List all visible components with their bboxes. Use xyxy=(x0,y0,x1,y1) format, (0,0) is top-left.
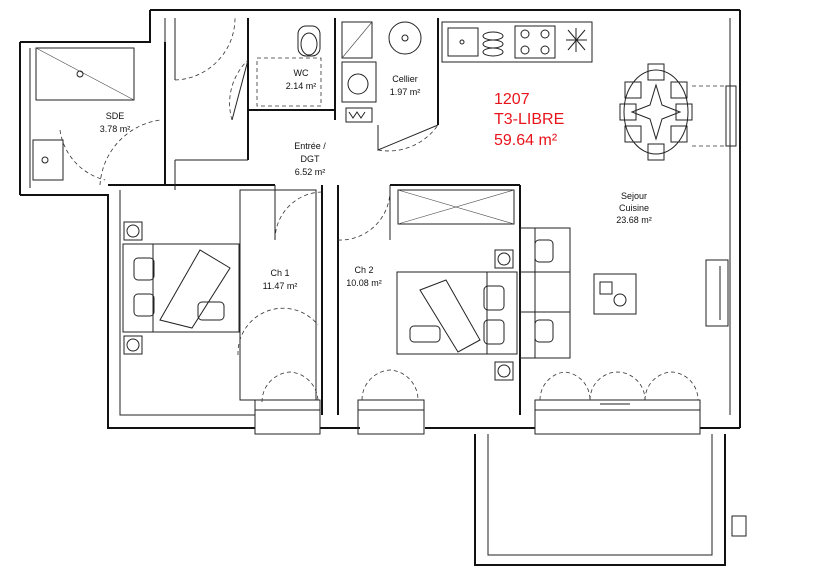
room-name-dgt: DGT xyxy=(301,154,321,164)
room-name-wc: WC xyxy=(294,68,309,78)
water-heater-icon xyxy=(388,21,422,55)
balcony xyxy=(474,434,747,566)
door-swing-icon xyxy=(337,191,391,241)
door-swing-icon xyxy=(99,119,161,186)
shower-icon xyxy=(35,47,135,101)
ch1-furniture xyxy=(122,185,323,401)
window-right xyxy=(692,85,737,147)
cellier-fixtures xyxy=(341,21,439,152)
room-name-ch1: Ch 1 xyxy=(270,268,289,278)
water-heater-icon xyxy=(341,21,373,59)
door-swing-icon xyxy=(274,191,323,241)
room-name-entree: Entrée / xyxy=(294,141,326,151)
radiator-icon xyxy=(348,111,366,119)
dining-table-icon xyxy=(619,63,693,161)
room-name-cuisine: Cuisine xyxy=(619,203,649,213)
room-area-ch2: 10.08 m² xyxy=(346,278,382,288)
room-area-sde: 3.78 m² xyxy=(100,124,131,134)
unit-type: T3-LIBRE xyxy=(494,111,564,128)
tv-unit-icon xyxy=(705,259,729,327)
toilet-icon xyxy=(297,25,321,57)
extractor-icon xyxy=(566,28,587,52)
unit-label: 1207 T3-LIBRE 59.64 m² xyxy=(494,91,564,149)
room-area-sejour: 23.68 m² xyxy=(616,215,652,225)
wc-fixtures xyxy=(174,17,322,121)
ch2-furniture xyxy=(337,185,518,381)
room-area-ch1: 11.47 m² xyxy=(263,281,298,291)
door-swing-icon xyxy=(174,17,236,81)
window-ch2 xyxy=(357,369,425,435)
window-ch1 xyxy=(254,371,321,435)
bed-icon xyxy=(122,243,240,333)
hob-icon xyxy=(514,25,556,59)
unit-number: 1207 xyxy=(494,91,530,108)
room-name-sejour: Sejour xyxy=(621,191,647,201)
room-area-cellier: 1.97 m² xyxy=(390,87,421,97)
room-area-wc: 2.14 m² xyxy=(286,81,317,91)
room-labels: SDE 3.78 m² WC 2.14 m² Cellier 1.97 m² E… xyxy=(100,68,652,291)
interior-walls xyxy=(108,18,521,415)
room-name-ch2: Ch 2 xyxy=(354,265,373,275)
kitchen-counter xyxy=(441,21,593,63)
washbasin-icon xyxy=(32,139,64,181)
window-sejour xyxy=(534,371,701,435)
room-name-sde: SDE xyxy=(106,111,125,121)
room-area-entree: 6.52 m² xyxy=(295,167,326,177)
coffee-table-icon xyxy=(593,273,637,315)
sink-icon xyxy=(447,27,479,57)
sofa-icon xyxy=(519,227,571,359)
exterior-walls xyxy=(19,9,741,429)
sde-fixtures xyxy=(32,47,161,186)
unit-area: 59.64 m² xyxy=(494,132,558,149)
dishwasher-icon xyxy=(482,31,504,57)
wardrobe-icon xyxy=(397,189,515,225)
room-name-cellier: Cellier xyxy=(392,74,418,84)
